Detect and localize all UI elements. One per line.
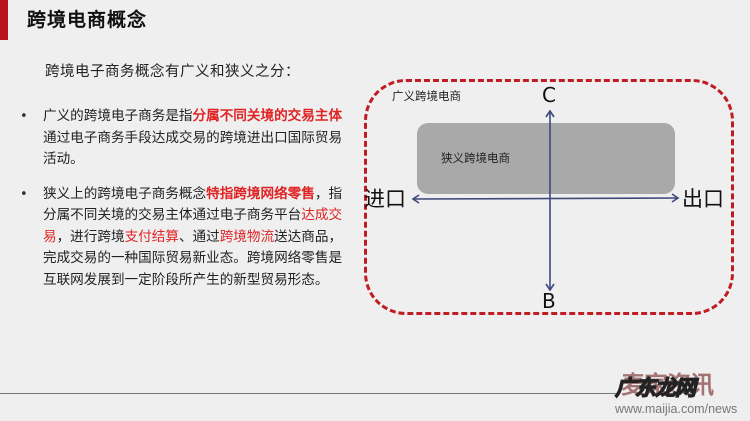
broad-ecommerce-label: 广义跨境电商 — [392, 89, 461, 103]
axis-label-export: 出口 — [682, 187, 724, 211]
page-title: 跨境电商概念 — [27, 9, 148, 31]
bullet-narrow-definition: • 狭义上的跨境电子商务概念特指跨境网络零售，指分属不同关境的交易主体通过电子商务… — [18, 184, 350, 292]
highlight-segment: 达成交易 — [43, 207, 343, 245]
arrow-left-icon — [411, 194, 420, 204]
highlight-segment: 特指跨境网络零售 — [206, 185, 315, 202]
text-segment: ，进行跨境 — [56, 228, 125, 245]
narrow-ecommerce-label: 狭义跨境电商 — [441, 151, 510, 165]
axis-label-import: 进口 — [364, 187, 406, 211]
bullet-broad-definition: • 广义的跨境电子商务是指分属不同关境的交易主体通过电子商务手段达成交易的跨境进出… — [18, 106, 350, 171]
text-segment: 、通过 — [178, 228, 220, 245]
text-segment: 通过电子商务手段达成交易的跨境进出口国际贸易活动。 — [43, 129, 343, 168]
text-segment: 送达商品，完成交易的一种国际贸易新业态。跨境网络零售是互联网发展到一定阶段所产生… — [43, 228, 343, 288]
arrow-up-icon — [545, 109, 555, 118]
text-segment: 广义的跨境电子商务是指 — [43, 108, 193, 124]
title-accent-bar — [0, 0, 8, 40]
axis-label-b: B — [542, 289, 556, 313]
broad-ecommerce-region — [364, 79, 734, 315]
highlight-segment: 分属不同关境的交易主体 — [192, 108, 343, 124]
intro-text: 跨境电子商务概念有广义和狭义之分： — [45, 64, 300, 80]
watermark-back-text: 麦家资讯 — [621, 371, 714, 399]
bullet-dot-icon: • — [20, 186, 28, 202]
text-segment: 狭义上的跨境电子商务概念 — [43, 185, 207, 202]
horizontal-axis-line — [412, 197, 679, 200]
watermark-url: www.maijia.com/news — [615, 402, 738, 416]
definition-list: • 广义的跨境电子商务是指分属不同关境的交易主体通过电子商务手段达成交易的跨境进出… — [18, 106, 350, 304]
bullet-dot-icon: • — [20, 109, 28, 124]
arrow-right-icon — [671, 193, 680, 203]
footer-divider — [0, 393, 620, 394]
highlight-segment: 支付结算 — [124, 228, 179, 245]
watermark-front-text: 广东龙网 — [614, 375, 696, 400]
axis-label-c: C — [542, 83, 556, 107]
highlight-segment: 跨境物流 — [219, 228, 275, 245]
watermark-logo: 麦家资讯 广东龙网 www.maijia.com/news — [614, 371, 750, 421]
arrow-down-icon — [545, 283, 555, 292]
text-segment: ，指分属不同关境的交易主体通过电子商务平台 — [43, 185, 343, 224]
narrow-ecommerce-region — [417, 123, 675, 194]
